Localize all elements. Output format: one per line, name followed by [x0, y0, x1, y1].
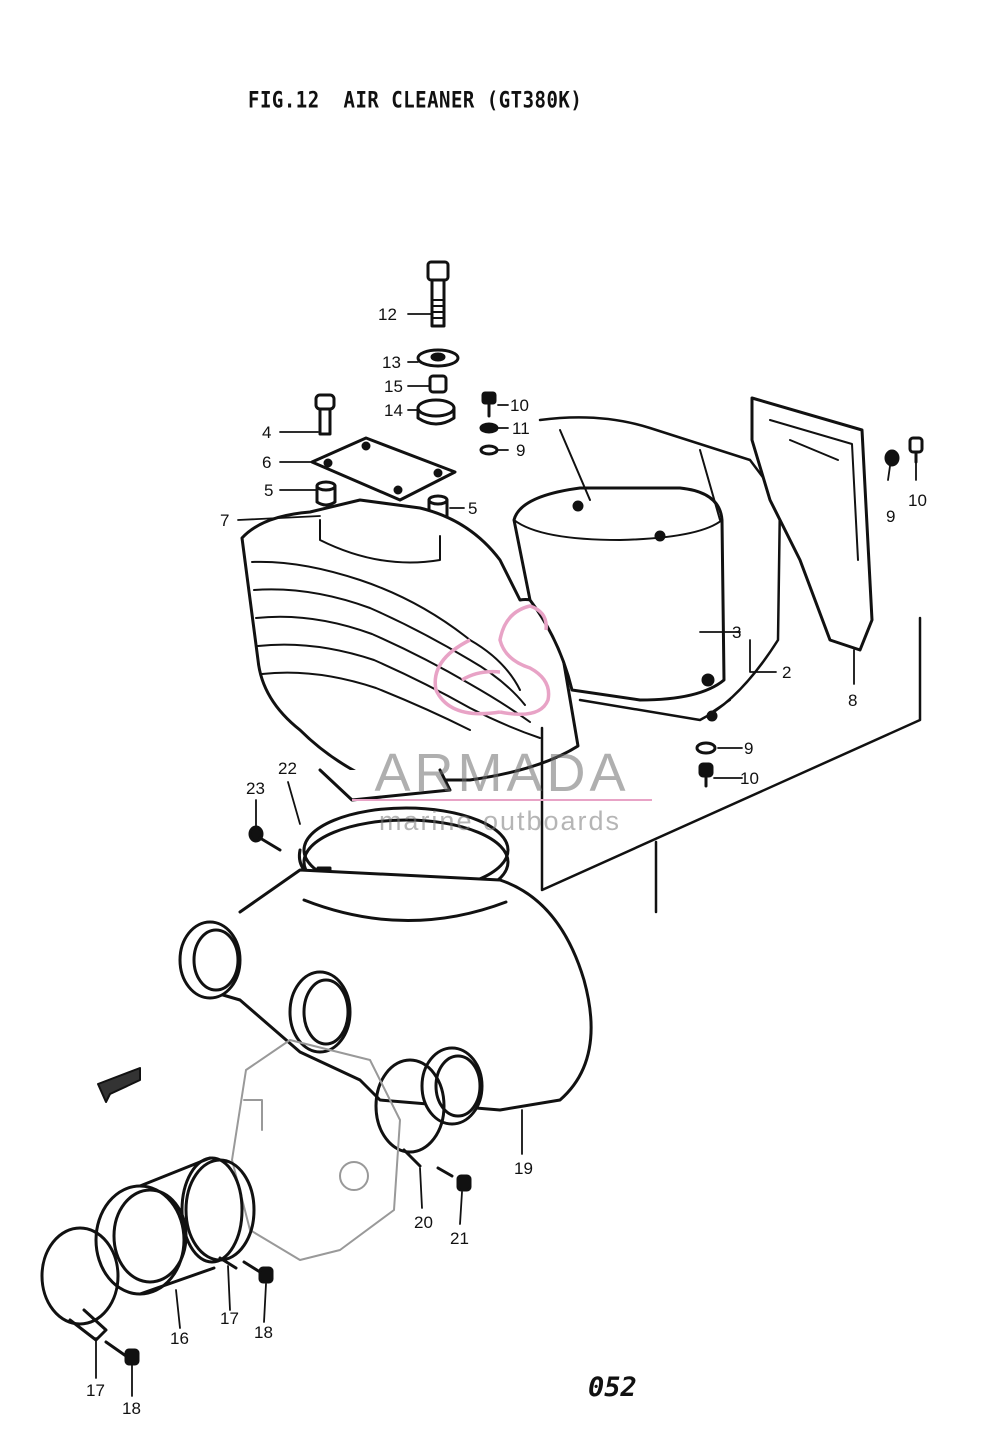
- part-7-case: [240, 498, 580, 802]
- callout-2: 2: [782, 663, 791, 682]
- part-19-manifold: [178, 868, 593, 1126]
- part-20-clamp: [374, 1058, 446, 1168]
- callout-19: 19: [514, 1159, 533, 1178]
- watermark-logo: [433, 604, 551, 716]
- part-10-bolt-top: [481, 391, 497, 418]
- part-4-screw: [314, 393, 336, 436]
- watermark-brand: ARMADA: [374, 743, 630, 803]
- leader-lines: [95, 313, 917, 1397]
- figure-title: FIG.12 AIR CLEANER (GT380K): [248, 88, 583, 114]
- callout-20: 20: [414, 1213, 433, 1232]
- part-14-grommet: [416, 398, 456, 426]
- callout-9-right: 9: [886, 507, 895, 526]
- callout-17-left: 17: [86, 1381, 105, 1400]
- part-17-clamp-left: [40, 1226, 120, 1342]
- callout-9-top: 9: [516, 441, 525, 460]
- callout-17-right: 17: [220, 1309, 239, 1328]
- callout-8: 8: [848, 691, 857, 710]
- callout-10-right: 10: [908, 491, 927, 510]
- callout-18-left: 18: [122, 1399, 141, 1418]
- callout-16: 16: [170, 1329, 189, 1348]
- callout-5-right: 5: [468, 499, 477, 518]
- callout-13: 13: [382, 353, 401, 372]
- assembly-bracket: [540, 616, 922, 892]
- callout-23: 23: [246, 779, 265, 798]
- part-18-screw-left: [104, 1340, 140, 1366]
- callout-11: 11: [512, 419, 530, 438]
- callout-7: 7: [220, 511, 229, 530]
- page-number: 052: [588, 1372, 637, 1403]
- part-6-plate: [310, 436, 457, 502]
- callout-15: 15: [384, 377, 403, 396]
- callout-21: 21: [450, 1229, 469, 1248]
- callout-4: 4: [262, 423, 271, 442]
- part-10-bolt-mid: [698, 762, 714, 788]
- part-23-screw: [248, 825, 282, 852]
- callout-18-right: 18: [254, 1323, 273, 1342]
- part-3-element: [512, 486, 726, 702]
- part-18-screw-right: [242, 1260, 274, 1284]
- part-21-screw: [436, 1166, 472, 1192]
- callout-10-mid: 10: [740, 769, 759, 788]
- direction-arrow: [97, 1067, 141, 1103]
- part-10-bolt-right: [908, 436, 924, 464]
- watermark-tagline: marine outboards: [378, 806, 622, 836]
- callout-10-top: 10: [510, 396, 529, 415]
- callout-3: 3: [732, 623, 741, 642]
- callout-12: 12: [378, 305, 397, 324]
- part-12-bolt: [426, 260, 450, 328]
- callout-14: 14: [384, 401, 403, 420]
- part-17-clamp-right: [184, 1158, 256, 1270]
- callout-9-mid: 9: [744, 739, 753, 758]
- part-8-cover: [750, 396, 874, 652]
- part-5-collar-left: [315, 480, 337, 507]
- part-9-washer-right: [884, 449, 900, 467]
- part-11-lockwasher: [479, 422, 499, 434]
- part-9-washer-top: [479, 444, 499, 456]
- callout-5-left: 5: [264, 481, 273, 500]
- callout-6: 6: [262, 453, 271, 472]
- part-9-washer-mid: [695, 741, 717, 755]
- part-15-collar: [428, 374, 448, 394]
- callout-22: 22: [278, 759, 297, 778]
